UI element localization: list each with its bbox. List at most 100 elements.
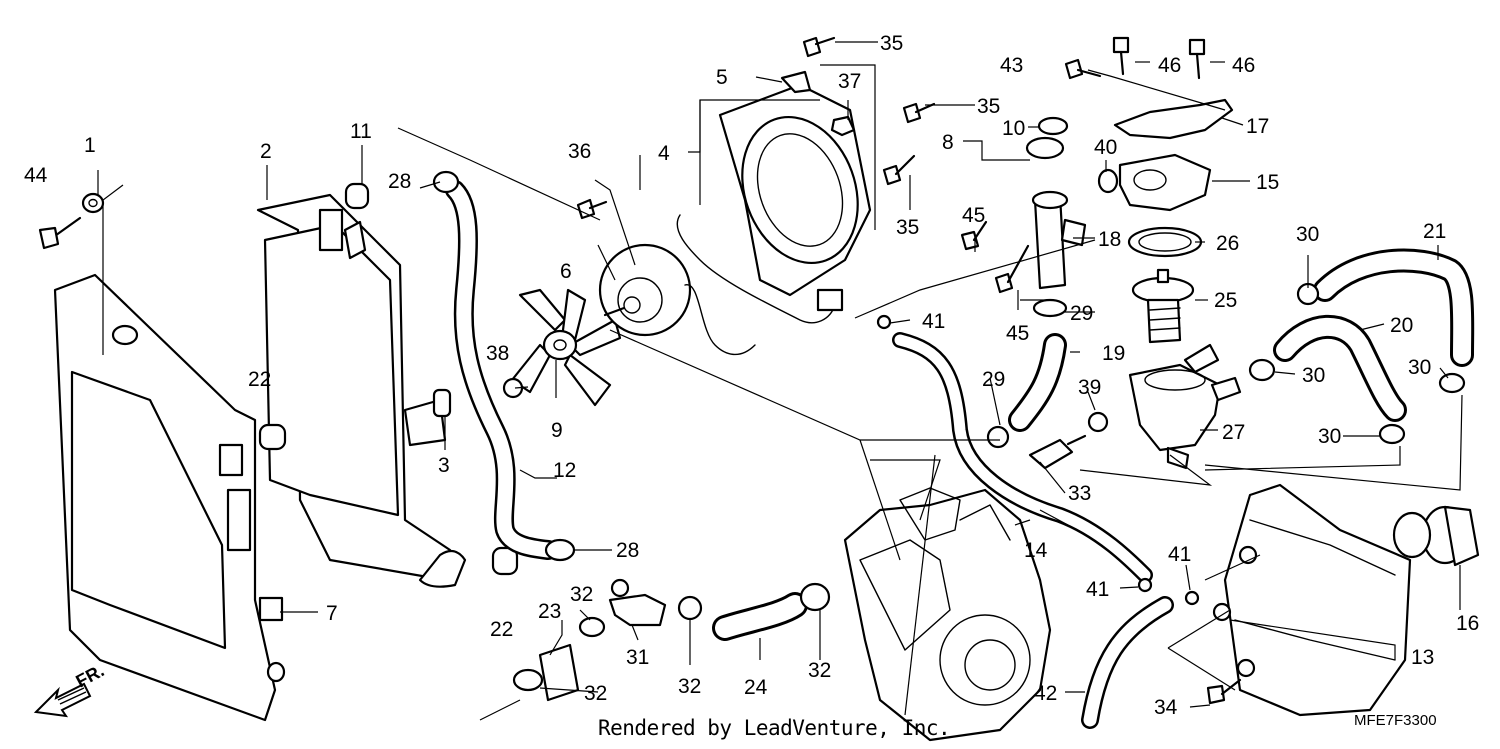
callout-31: 31 <box>626 646 649 669</box>
callout-41-b: 41 <box>1086 578 1109 601</box>
callout-labels: 1 2 3 4 5 6 7 8 9 10 11 12 13 14 15 16 1… <box>24 32 1479 719</box>
hose-24 <box>712 592 808 641</box>
grommet-11 <box>344 182 370 210</box>
callout-8: 8 <box>942 131 954 154</box>
fan-9 <box>510 288 622 407</box>
bolt-36 <box>576 198 608 220</box>
callout-39: 39 <box>1078 376 1101 399</box>
callout-41-a: 41 <box>922 310 945 333</box>
callout-33: 33 <box>1068 482 1091 505</box>
clamp-29-lower <box>986 425 1010 449</box>
callout-41-c: 41 <box>1168 543 1191 566</box>
callout-12: 12 <box>553 459 576 482</box>
cap-8-pipe-18 <box>1025 136 1087 290</box>
thermostat-cover-15 <box>1118 153 1212 212</box>
grommet-22-lower <box>491 546 519 576</box>
callout-30-c: 30 <box>1408 356 1431 379</box>
callout-20: 20 <box>1390 314 1413 337</box>
callout-29-lower: 29 <box>982 368 1005 391</box>
clip-41-b <box>1137 577 1153 593</box>
clip-41-c <box>1184 590 1200 606</box>
callout-45-a: 45 <box>962 204 985 227</box>
callout-22-upper: 22 <box>248 368 271 391</box>
callout-23: 23 <box>538 600 561 623</box>
callout-30-b: 30 <box>1302 364 1325 387</box>
hose-12 <box>445 180 558 560</box>
callout-1: 1 <box>84 134 96 157</box>
washer-39 <box>1087 411 1109 433</box>
front-direction-arrow: FR. <box>33 660 107 718</box>
callout-26: 26 <box>1216 232 1239 255</box>
callout-4: 4 <box>658 142 670 165</box>
callout-36: 36 <box>568 140 591 163</box>
bolt-35-top <box>802 36 836 58</box>
collar-1 <box>81 192 105 214</box>
clip-5 <box>780 70 812 94</box>
callout-30-a: 30 <box>1296 223 1319 246</box>
callout-38: 38 <box>486 342 509 365</box>
fan-shroud-4 <box>676 83 872 324</box>
bolt-46-b <box>1188 38 1206 80</box>
hose-20 <box>1273 314 1407 422</box>
callout-10: 10 <box>1002 117 1025 140</box>
callout-35-top: 35 <box>880 32 903 55</box>
callout-3: 3 <box>438 454 450 477</box>
hose-14 <box>892 332 1153 583</box>
callout-46-a: 46 <box>1158 54 1181 77</box>
clamp-32-b <box>799 582 831 612</box>
footer-credit: Rendered by LeadVenture, Inc. <box>598 716 951 740</box>
callout-30-d: 30 <box>1318 425 1341 448</box>
bolt-34 <box>1206 678 1242 705</box>
clamp-30-d <box>1378 423 1406 445</box>
callout-46-b: 46 <box>1232 54 1255 77</box>
clip-41-a <box>876 314 892 330</box>
bolt-43 <box>1064 58 1102 80</box>
callout-15: 15 <box>1256 171 1279 194</box>
seal-26 <box>1127 226 1203 258</box>
callout-9: 9 <box>551 419 563 442</box>
grommet-3 <box>432 388 452 418</box>
hose-42 <box>1081 596 1174 729</box>
callout-7: 7 <box>326 602 338 625</box>
callout-19: 19 <box>1102 342 1125 365</box>
callout-32-c: 32 <box>808 659 831 682</box>
clamp-29-upper <box>1032 298 1068 318</box>
cap-10 <box>1037 116 1069 136</box>
callout-6: 6 <box>560 260 572 283</box>
callout-37: 37 <box>838 70 861 93</box>
callout-44: 44 <box>24 164 48 187</box>
callout-45-b: 45 <box>1006 322 1029 345</box>
callout-28-upper: 28 <box>388 170 411 193</box>
callout-29-upper: 29 <box>1070 302 1093 325</box>
engine <box>843 487 1052 742</box>
callout-32-a: 32 <box>570 583 593 606</box>
clamp-32-a <box>677 595 703 621</box>
bolt-46-a <box>1112 36 1130 76</box>
reserve-tank-13 <box>1212 483 1412 717</box>
callout-24: 24 <box>744 676 768 699</box>
callout-35-low: 35 <box>896 216 919 239</box>
bracket-17 <box>1113 98 1234 140</box>
bolt-35-low <box>882 154 916 186</box>
callout-25: 25 <box>1214 289 1237 312</box>
callout-22-lower: 22 <box>490 618 513 641</box>
hose-23 <box>538 643 580 702</box>
bolt-35-mid <box>902 102 936 124</box>
thermostat-25 <box>1131 268 1195 344</box>
callout-32-d: 32 <box>584 682 607 705</box>
bolt-45-a <box>960 220 988 251</box>
bolt-45-b <box>994 244 1030 294</box>
clip-7 <box>258 596 284 622</box>
clamp-32-d <box>512 668 544 692</box>
callout-21: 21 <box>1423 220 1446 243</box>
callout-43: 43 <box>1000 54 1023 77</box>
callout-13: 13 <box>1411 646 1434 669</box>
leader-lines <box>97 41 1463 721</box>
callout-5: 5 <box>716 66 728 89</box>
clamp-32-c <box>578 616 606 638</box>
radiator-shroud <box>53 273 286 722</box>
callout-18: 18 <box>1098 228 1121 251</box>
thermostat-housing-27 <box>1128 343 1242 470</box>
clamp-28-upper <box>432 170 460 194</box>
hose-21 <box>1313 248 1475 367</box>
